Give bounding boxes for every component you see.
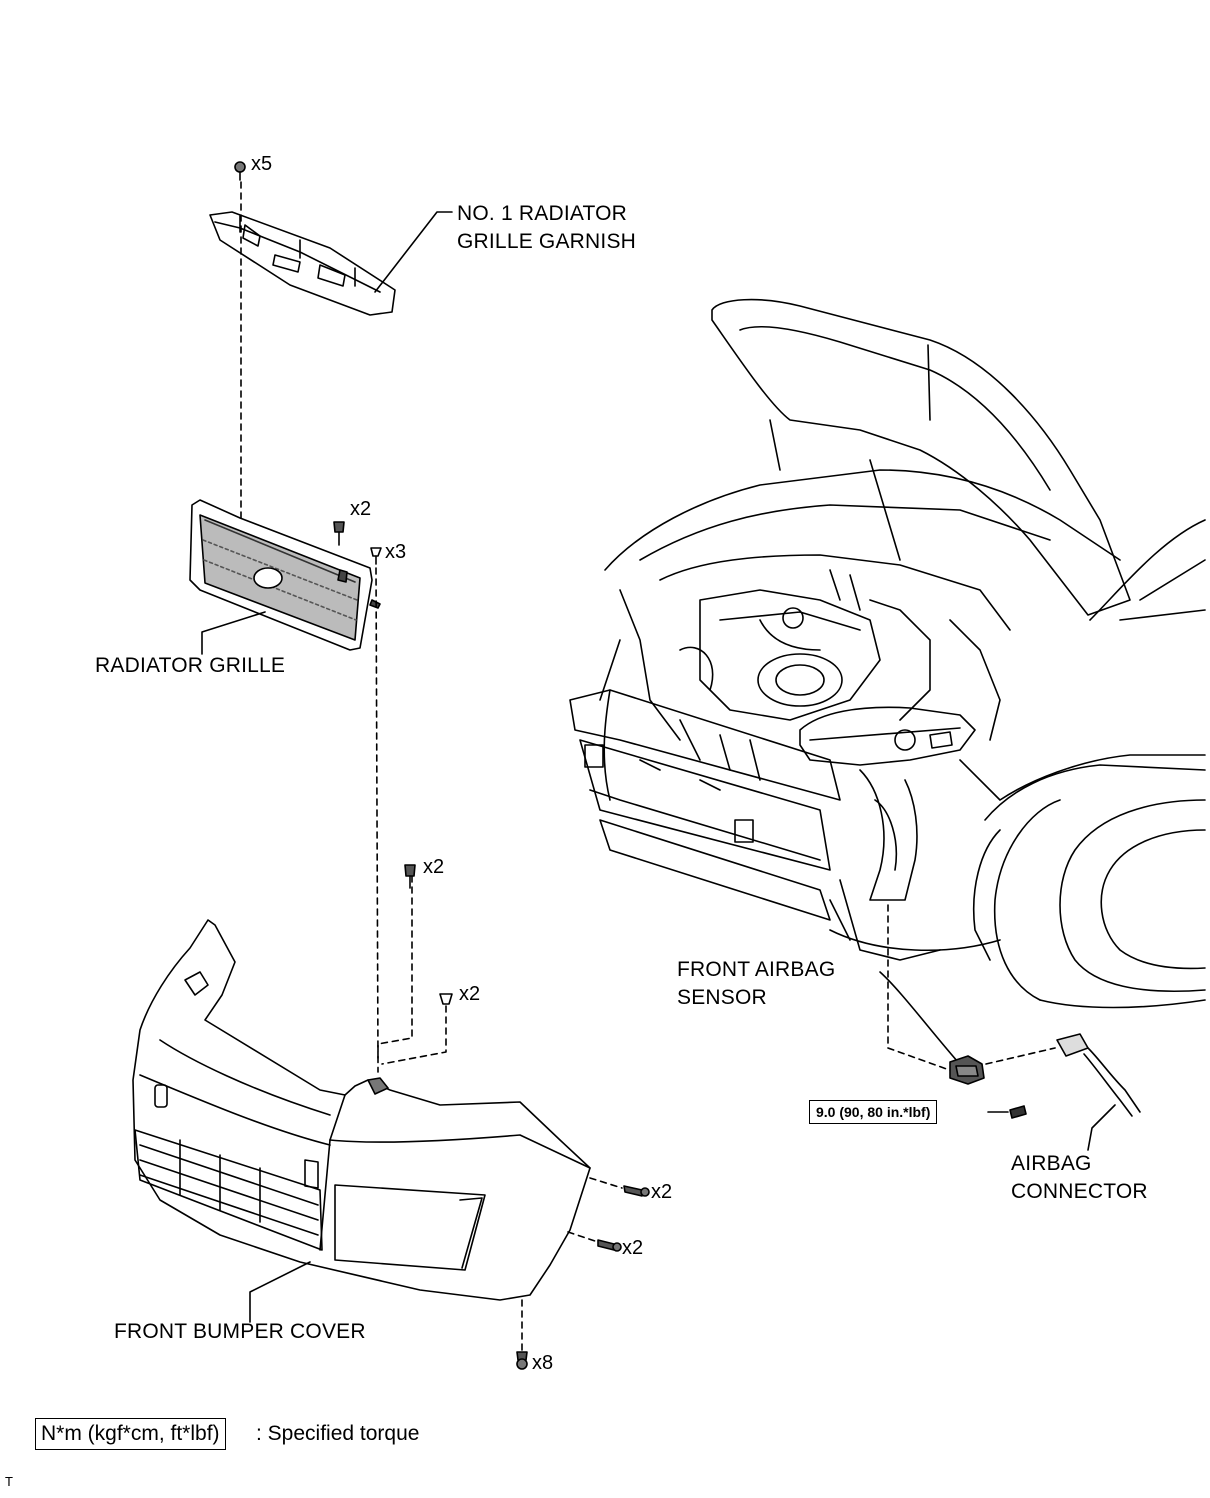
- front-bumper-cover-label: FRONT BUMPER COVER: [114, 1320, 366, 1343]
- corner-mark: T: [5, 1474, 13, 1489]
- airbag-connector-label: AIRBAG CONNECTOR: [1011, 1150, 1148, 1206]
- legend-torque-box: N*m (kgf*cm, ft*lbf): [35, 1418, 226, 1450]
- grille-clips-qty: x3: [385, 541, 407, 563]
- garnish-label-line-2: GRILLE GARNISH: [457, 230, 637, 253]
- legend-torque-text: : Specified torque: [256, 1422, 420, 1445]
- garnish-label: NO. 1 RADIATOR GRILLE GARNISH: [457, 200, 636, 256]
- grille-bolts-qty: x2: [350, 498, 372, 520]
- airbag-connector-label-line-1: AIRBAG: [1011, 1152, 1092, 1175]
- front-bumper-cover-drawing: [132, 864, 650, 1370]
- airbag-sensor-drawing: [879, 904, 1141, 1151]
- front-airbag-sensor-label-line-2: SENSOR: [677, 986, 767, 1009]
- radiator-grille-drawing: [189, 499, 382, 1061]
- radiator-grille-label: RADIATOR GRILLE: [95, 654, 286, 677]
- bumper-side-screws-upper-qty: x2: [651, 1181, 673, 1203]
- bumper-top-clips-qty: x2: [459, 983, 481, 1005]
- front-airbag-sensor-label: FRONT AIRBAG SENSOR: [677, 956, 835, 1012]
- radiator-grille-garnish-drawing: [209, 161, 453, 521]
- garnish-clips-qty: x5: [251, 153, 273, 175]
- vehicle-front-drawing: [569, 298, 1206, 1009]
- airbag-connector-label-line-2: CONNECTOR: [1011, 1180, 1148, 1203]
- bumper-top-bolts-qty: x2: [423, 856, 445, 878]
- front-airbag-sensor-label-line-1: FRONT AIRBAG: [677, 958, 836, 981]
- bumper-bottom-screws-qty: x8: [532, 1352, 554, 1374]
- bumper-side-screws-lower-qty: x2: [622, 1237, 644, 1259]
- torque-spec-box: 9.0 (90, 80 in.*lbf): [809, 1100, 938, 1124]
- garnish-label-line-1: NO. 1 RADIATOR: [457, 202, 628, 225]
